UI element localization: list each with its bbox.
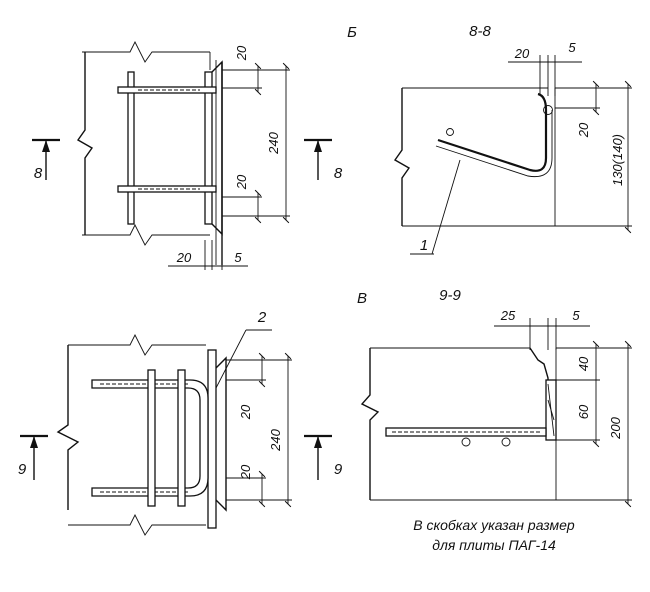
plan-view-b [32,40,332,270]
view-letter-b: Б [347,24,357,41]
cut-mark-b-right: 8 [334,165,343,182]
plan-view-v [20,329,332,536]
dim-v-bottom-offset: 20 [238,464,253,480]
callout-1: 1 [420,237,428,254]
dim-9-width-a: 25 [500,308,516,323]
dim-b-bottom-offset: 20 [234,174,249,190]
cut-mark-v-left: 9 [18,461,27,478]
view-letter-v: В [357,290,367,307]
dim-b-top-offset: 20 [234,45,249,61]
dim-8-height: 130(140) [610,134,625,186]
note-line-2: для плиты ПАГ-14 [432,537,556,553]
note-line-1: В скобках указан размер [413,517,575,533]
dim-9-top: 40 [576,356,591,371]
cut-mark-b-left: 8 [34,165,43,182]
dim-b-width-b: 5 [234,250,242,265]
cut-mark-v-right: 9 [334,461,343,478]
dim-9-height: 200 [608,416,623,439]
dim-v-top-offset: 20 [238,404,253,420]
callout-2: 2 [257,309,267,326]
dim-b-width-a: 20 [176,250,192,265]
dim-8-width-a: 20 [514,46,530,61]
dim-8-offset: 20 [576,122,591,138]
dim-b-height: 240 [266,131,281,154]
dim-8-width-b: 5 [568,40,576,55]
dim-v-height: 240 [268,428,283,451]
dim-9-width-b: 5 [572,308,580,323]
section-label-9-9: 9-9 [439,287,461,304]
section-label-8-8: 8-8 [469,23,491,40]
dim-9-mid: 60 [576,404,591,419]
section-9-9 [360,318,632,508]
section-8-8 [393,55,632,255]
